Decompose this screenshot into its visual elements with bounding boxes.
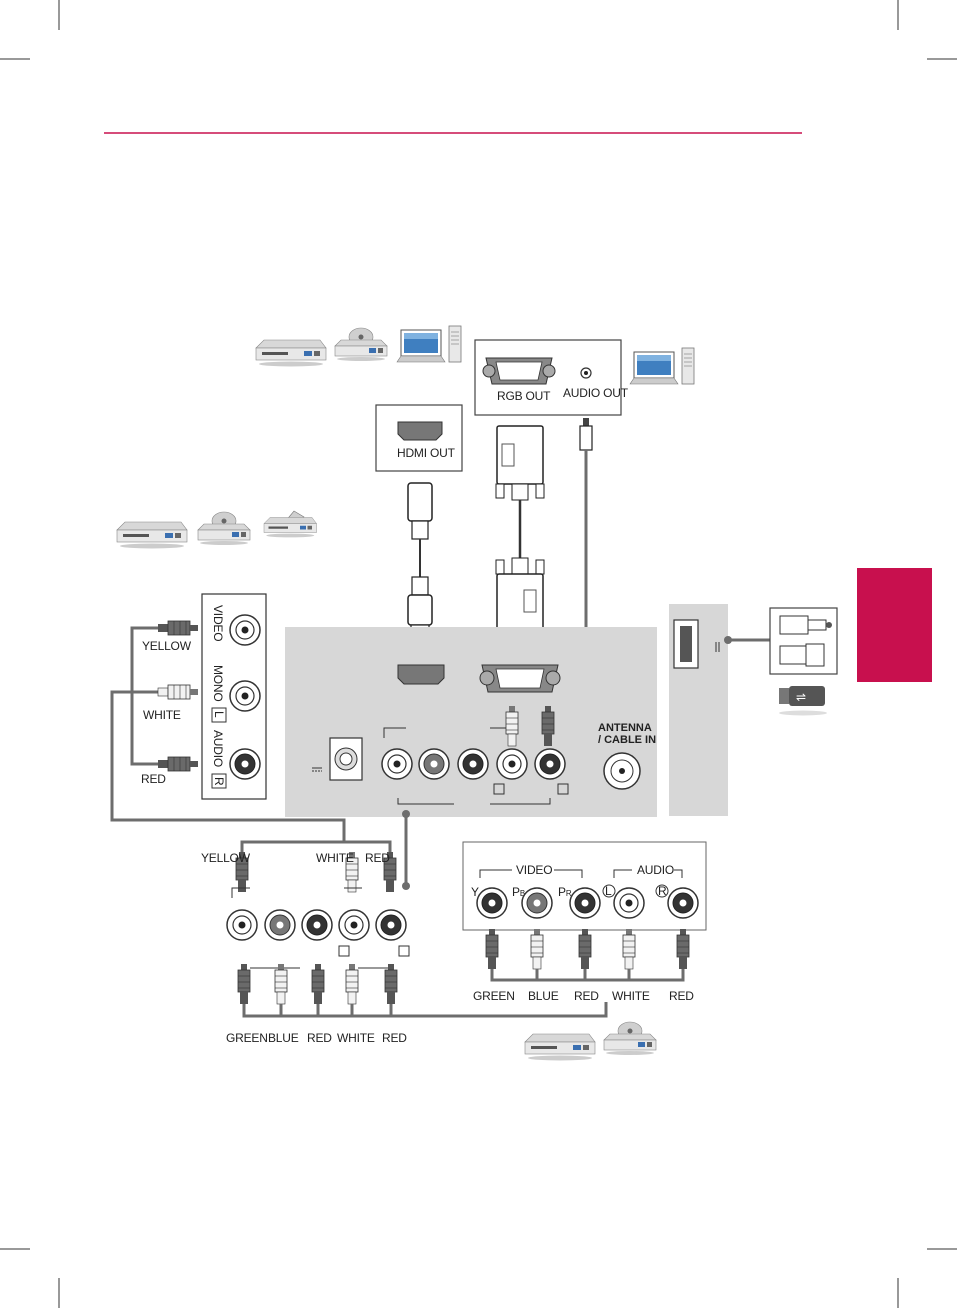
component-output-panel: VIDEO AUDIO Y PB PR L R GREEN BLUE RED W… [463,842,706,1003]
av-l-label: L [212,711,226,718]
component-video-label: VIDEO [516,863,552,877]
component-label-blue: BLUE [528,989,559,1003]
red-top-label: RED [365,851,390,865]
usb-side-panel [669,604,770,816]
component-label-red: RED [574,989,599,1003]
pc-output-box: RGB OUT AUDIO OUT [475,340,629,415]
rgb-in-port [480,665,560,692]
chapter-tab [857,568,932,682]
dvd-player-icon [117,522,187,549]
component-label-green: GREEN [473,989,515,1003]
bottom-label-red-2: RED [382,1031,407,1045]
disc-player-icon [198,512,250,545]
dvd-player-icon [525,1034,595,1061]
bottom-label-blue: BLUE [268,1031,299,1045]
set-top-box-icon [264,511,317,537]
hdmi-in-port [398,665,444,684]
hdmi-output-box: HDMI OUT [376,405,462,471]
bottom-label-white: WHITE [337,1031,375,1045]
tv-rear-panel: ANTENNA / CABLE IN [285,627,657,817]
usb-plug-icon: ⇌ [779,686,827,716]
av-input-panel: VIDEO MONO L AUDIO R [202,594,266,799]
rgb-out-port [483,358,555,384]
av-r-label: R [212,777,226,786]
disc-player-icon [335,328,387,361]
hdmi-out-label: HDMI OUT [397,446,456,460]
laptop-pc-icon [397,326,461,362]
av-mono-label: MONO [211,665,225,702]
disc-player-icon [604,1022,656,1055]
laptop-pc-icon [630,348,694,384]
usb-drive-icon [770,608,837,674]
rgb-cable [496,426,544,642]
red-label: RED [141,772,166,786]
antenna-label: ANTENNA [598,722,652,734]
white-label: WHITE [143,708,181,722]
av-video-label: VIDEO [211,605,225,641]
white-top-label: WHITE [316,851,354,865]
component-r-label: R [658,884,667,898]
bottom-label-green: GREEN [226,1031,268,1045]
yellow-top-label: YELLOW [201,851,251,865]
component-label-red-2: RED [669,989,694,1003]
component-label-white: WHITE [612,989,650,1003]
component-audio-label: AUDIO [637,863,674,877]
antenna-jack [604,753,640,789]
yellow-label: YELLOW [142,639,192,653]
dvd-player-icon [256,340,326,367]
svg-text:⇌: ⇌ [796,690,806,704]
component-l-label: L [605,884,612,898]
audio-out-label: AUDIO OUT [563,386,629,400]
hdmi-cable [408,483,432,643]
rgb-out-label: RGB OUT [497,389,551,403]
bottom-label-red: RED [307,1031,332,1045]
av-audio-label: AUDIO [211,730,225,767]
cable-in-label: / CABLE IN [598,734,656,746]
